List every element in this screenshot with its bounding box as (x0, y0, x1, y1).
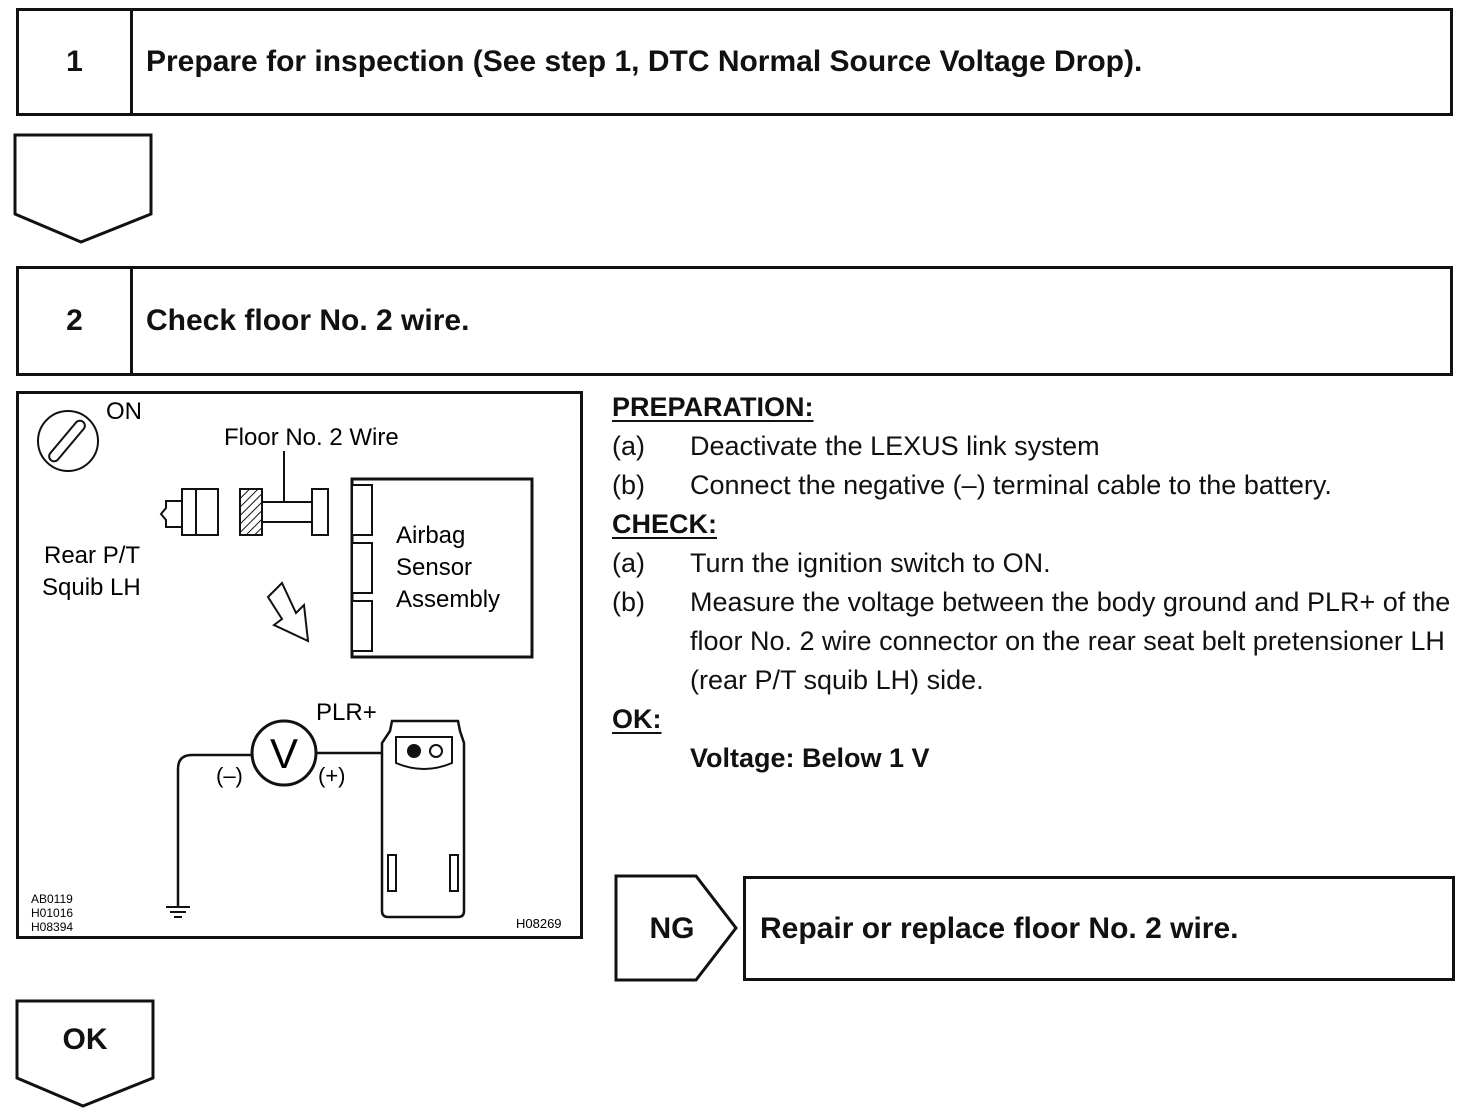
reference-codes: AB0119 H01016 H08394 (31, 892, 76, 934)
preparation-header: PREPARATION: (612, 392, 814, 422)
step-1-box: 1 Prepare for inspection (See step 1, DT… (16, 8, 1453, 116)
voltmeter-circuit (166, 719, 404, 918)
check-header: CHECK: (612, 509, 717, 539)
floor-wire-connector-icon (239, 488, 329, 536)
negative-probe-label: (–) (216, 763, 243, 788)
view-direction-arrow-icon (266, 581, 310, 643)
airbag-sensor-assembly-icon (350, 477, 534, 659)
ng-label: NG (649, 912, 695, 945)
list-item: (a) Turn the ignition switch to ON. (612, 548, 1051, 578)
list-item: (a) Deactivate the LEXUS link system (612, 431, 1100, 461)
figure-code: H08269 (516, 916, 562, 931)
ok-spec: Voltage: Below 1 V (690, 743, 930, 773)
squib-connector-body-icon (380, 719, 466, 919)
step-title: Check floor No. 2 wire. (146, 304, 470, 337)
squib-connector-icon (159, 488, 219, 536)
step-number: 1 (19, 11, 133, 113)
wire-label: Floor No. 2 Wire (224, 424, 399, 451)
ng-action-box: Repair or replace floor No. 2 wire. (743, 876, 1455, 981)
procedure-text: PREPARATION: (a) Deactivate the LEXUS li… (612, 388, 1462, 778)
ignition-switch-icon (37, 410, 99, 472)
step-number: 2 (19, 269, 133, 373)
list-item: (b) Measure the voltage between the body… (612, 587, 1451, 695)
ng-arrow-icon (614, 874, 738, 982)
flow-arrow-icon (13, 133, 153, 244)
ignition-on-label: ON (106, 398, 142, 425)
ok-label: OK (62, 1023, 108, 1056)
squib-label: Rear P/T Squib LH (42, 542, 146, 601)
terminal-label: PLR+ (316, 699, 377, 726)
step-title: Prepare for inspection (See step 1, DTC … (146, 45, 1143, 78)
sensor-label: Airbag Sensor Assembly (396, 522, 500, 613)
list-item: (b) Connect the negative (–) terminal ca… (612, 470, 1332, 500)
ng-action-text: Repair or replace floor No. 2 wire. (760, 911, 1239, 945)
step-2-box: 2 Check floor No. 2 wire. (16, 266, 1453, 376)
voltmeter-symbol: V (270, 730, 298, 777)
positive-probe-label: (+) (318, 763, 346, 788)
inspection-illustration: ON Floor No. 2 Wire Rear P/T Squib LH Ai… (16, 391, 583, 939)
ok-header: OK: (612, 704, 662, 734)
ok-arrow-icon (15, 999, 155, 1108)
